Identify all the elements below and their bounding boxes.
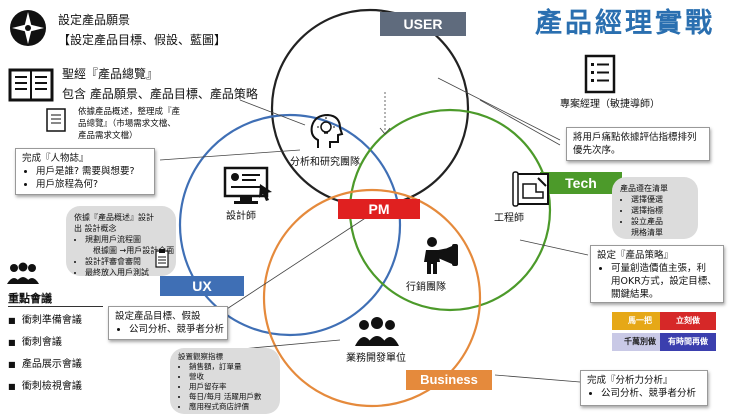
meetings-title: 重點會議 — [8, 292, 52, 305]
goal-note-title: 設定產品目標、假設 — [115, 311, 201, 322]
persona-note-item: 用戶旅程為何? — [36, 178, 148, 191]
head-lightbulb-icon — [310, 113, 344, 148]
pm-tag: PM — [338, 199, 420, 219]
connector-line — [239, 99, 306, 126]
meetings-list: ■ 衝刺準備會議 ■ 衝刺會議 ■ 產品展示會議 ■ 衝刺檢視會議 — [8, 310, 82, 398]
user-tag: USER — [380, 12, 466, 36]
meeting-item: ■ 產品展示會議 — [8, 359, 82, 370]
blueprint-icon — [512, 171, 549, 207]
metrics-grey-item: 應用程式商店評價 — [189, 402, 272, 412]
vision-heading: 設定產品願景 — [58, 13, 131, 27]
clipboard-icon — [155, 249, 169, 268]
strategy-note: 設定『產品策略』 可量創造價值主張，利 用OKR方式，設定目標、 關鍵結果。 — [590, 245, 724, 303]
strategy-note-item: 可量創造價值主張，利 用OKR方式，設定目標、 關鍵結果。 — [611, 262, 717, 301]
checklist-icon — [584, 54, 616, 94]
bible-doc-line: 依據產品概述，整理成『產 — [78, 107, 181, 117]
priority-note-line: 將用戶痛點依據評估指標排列 — [573, 132, 697, 143]
document-icon — [46, 108, 66, 132]
tech-grey-item: 規格清單 — [631, 228, 663, 237]
designer-grey-item: 設計評審會審閱 — [85, 256, 168, 267]
tech-grey-item: 選擇優選 — [631, 194, 690, 205]
matrix-cell-never: 千萬別做 — [612, 333, 668, 351]
metrics-grey-title: 設置觀察指標 — [178, 352, 223, 361]
designer-grey-item: 根據圖 →用戶設計介面 — [93, 246, 175, 255]
bizdev-label: 業務開發單位 — [346, 353, 406, 364]
connector-line — [479, 99, 561, 146]
tech-tag: Tech — [540, 172, 622, 194]
designer-grey-item: 最終放入用戶測試 — [85, 267, 168, 278]
business-tag: Business — [406, 370, 492, 390]
metrics-grey-item: 營收 — [189, 372, 272, 382]
designer-grey-line: 依據『產品概述』設計 — [74, 213, 154, 222]
tech-backlog-box: 產品遵在清單 選擇優選 選擇指標 設立產品 規格清單 — [612, 177, 698, 239]
pm-agile-label: 專案經理（敏捷導師） — [560, 99, 660, 110]
metrics-box: 設置觀察指標 銷售額，訂單量 營收 用戶留存率 每日/每月 活躍用戶數 應用程式… — [170, 348, 280, 414]
metrics-grey-item: 每日/每月 活躍用戶數 — [189, 392, 272, 402]
compass-icon — [10, 10, 46, 46]
marketing-label: 行銷團隊 — [406, 282, 446, 293]
research-team-label: 分析和研究團隊 — [290, 157, 360, 168]
bible-line1: 聖經『產品總覽』 — [62, 67, 159, 81]
persona-note-title: 完成『人物誌』 — [22, 153, 89, 164]
bible-line2: 包含 產品願景、產品目標、產品策略 — [62, 87, 258, 101]
vision-subheading: 【設定產品目標、假設、藍圖】 — [58, 33, 227, 47]
priority-note-line: 優先次序。 — [573, 145, 621, 156]
tech-grey-item: 設立產品 — [631, 216, 690, 227]
strategy-line: 可量創造價值主張，利 — [611, 263, 707, 274]
competitor-note-item: 公司分析、競爭者分析 — [601, 387, 701, 400]
strategy-line: 關鍵結果。 — [611, 289, 659, 300]
priority-note: 將用戶痛點依據評估指標排列 優先次序。 — [566, 127, 710, 161]
connector-line — [494, 374, 581, 383]
competitor-note-title: 完成『分析力分析』 — [587, 375, 673, 386]
matrix-cell-later: 有時間再做 — [660, 333, 716, 351]
strategy-line: 用OKR方式，設定目標、 — [611, 276, 717, 287]
business-circle — [262, 188, 482, 408]
designer-grey-line: 出 設計概念 — [74, 224, 117, 233]
bible-doc-line: 產品需求文檔） — [78, 131, 138, 141]
user-circle — [270, 8, 470, 208]
dashed-guide — [379, 127, 391, 135]
book-icon — [8, 68, 54, 102]
designer-label: 設計師 — [226, 211, 256, 222]
connector-line — [159, 149, 301, 161]
bible-doc-text: 依據產品概述，整理成『產 品總覽』（市場需求文檔、 產品需求文檔） — [78, 106, 180, 142]
designer-concept-box: 依據『產品概述』設計 出 設計概念 規劃用戶流程圖 根據圖 →用戶設計介面 設計… — [66, 206, 176, 278]
page-title: 產品經理實戰 — [535, 8, 715, 38]
matrix-cell-do-now: 立刻做 — [660, 312, 716, 330]
team-icon — [7, 262, 39, 284]
connector-line — [209, 214, 371, 321]
connector-line — [519, 239, 589, 256]
persona-note-item: 用戶是誰? 需要與想要? — [36, 165, 148, 178]
connector-line — [437, 77, 561, 141]
matrix-cell-quick: 馬一把 — [612, 312, 668, 330]
tech-grey-title: 產品遵在清單 — [620, 184, 668, 193]
ux-tag: UX — [160, 276, 244, 296]
designer-monitor-icon — [223, 166, 272, 204]
tech-grey-item: 選擇指標 — [631, 205, 690, 216]
metrics-grey-item: 用戶留存率 — [189, 382, 272, 392]
designer-grey-item: 規劃用戶流程圖 — [85, 234, 168, 245]
strategy-note-title: 設定『產品策略』 — [597, 250, 674, 261]
ux-circle — [178, 113, 402, 337]
meeting-item: ■ 衝刺會議 — [8, 337, 62, 348]
bible-doc-line: 品總覽』（市場需求文檔、 — [78, 119, 176, 129]
goal-note: 設定產品目標、假設 公司分析、競爭者分析 — [108, 306, 228, 340]
engineer-label: 工程師 — [494, 213, 524, 224]
metrics-grey-item: 銷售額，訂單量 — [189, 362, 272, 372]
meetings-divider — [8, 306, 103, 307]
meeting-item: ■ 衝刺準備會議 — [8, 315, 82, 326]
competitor-note: 完成『分析力分析』 公司分析、競爭者分析 — [580, 370, 708, 406]
megaphone-person-icon — [424, 237, 458, 274]
meeting-item: ■ 衝刺檢視會議 — [8, 381, 82, 392]
goal-note-item: 公司分析、競爭者分析 — [129, 323, 224, 336]
business-team-icon — [355, 317, 399, 346]
persona-note: 完成『人物誌』 用戶是誰? 需要與想要? 用戶旅程為何? — [15, 148, 155, 195]
